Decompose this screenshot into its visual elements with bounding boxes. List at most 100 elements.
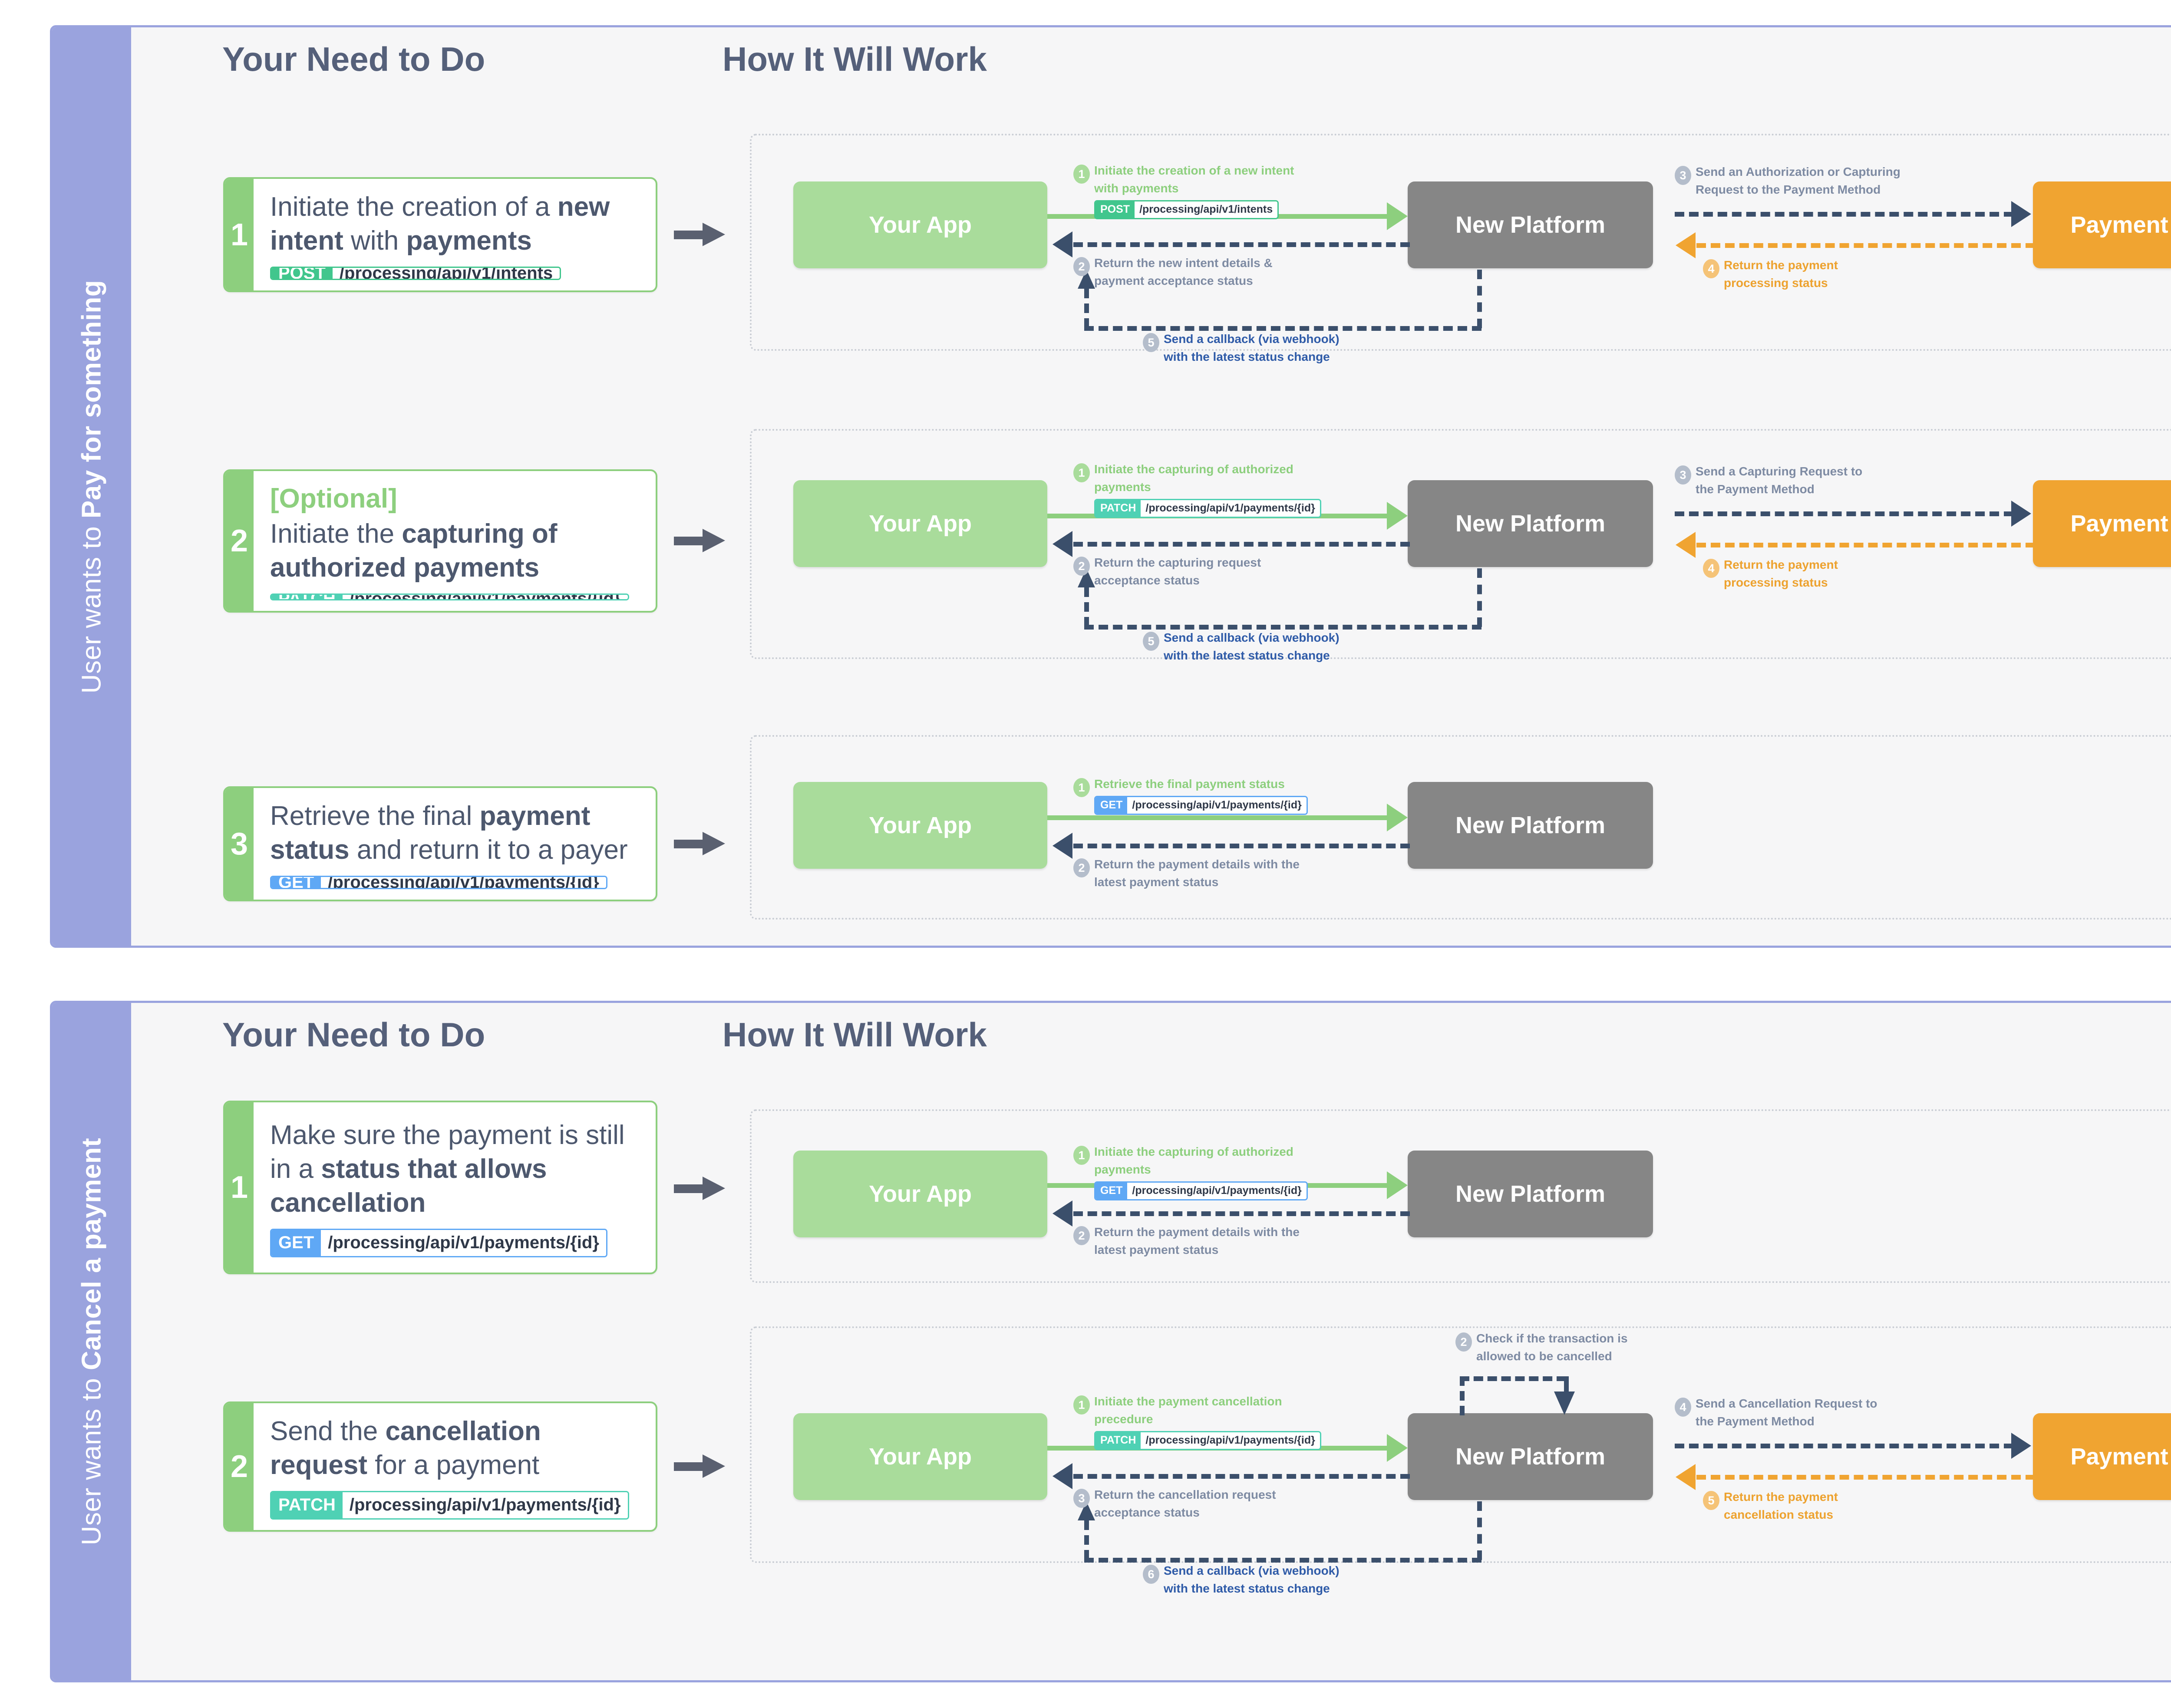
need-card-pay-3[interactable]: 3 Retrieve the final payment status and … [223,786,657,901]
step-badge-pay-1-4: 4 [1703,259,1719,278]
flow-box-pay-3 [750,735,2171,920]
step-endpoint-path-pay-1-1: /processing/api/v1/intents [1135,201,1278,218]
arrowhead-left-navy-cancel-1 [1053,1200,1072,1227]
sidebar-strong-cancel: Cancel a payment [76,1138,107,1370]
step-text-pay-3-1-l1: Retrieve the final payment status [1094,777,1285,791]
endpoint-pill-pay-2[interactable]: PATCH /processing/api/v1/payments/{id} [270,593,629,600]
arrowhead-right-navy-cancel-2 [2011,1433,2031,1459]
step-label-pay-1-4: 4 Return the payment processing status [1703,257,1838,291]
heading-your-need-to-do-cancel: Your Need to Do [222,1016,485,1054]
node-your-app-pay-3: Your App [793,782,1047,869]
panel-pay-for-something: User wants to Pay for something Your Nee… [50,25,2171,948]
step-label-cancel-2-4: 4 Send a Cancellation Request to the Pay… [1675,1396,1877,1430]
step-badge-pay-2-2: 2 [1073,557,1090,576]
heading-how-it-will-work-cancel: How It Will Work [723,1016,987,1054]
need-card-text-pay-1: Initiate the creation of a new intent wi… [270,192,610,256]
step-text-cancel-1-1-l2: payments [1094,1162,1151,1176]
step-endpoint-path-pay-3-1: /processing/api/v1/payments/{id} [1127,797,1307,814]
need-card-pay-1[interactable]: 1 Initiate the creation of a new intent … [223,177,657,292]
endpoint-pill-pay-3[interactable]: GET /processing/api/v1/payments/{id} [270,876,607,889]
step-label-pay-3-1: 1 Retrieve the final payment status GET … [1073,776,1308,815]
arrowhead-right-navy-pay-1 [2011,201,2031,227]
step-text-pay-2-4-l2: processing status [1724,575,1828,589]
step-text-cancel-1-2-l1: Return the payment details with the [1094,1225,1300,1239]
step-endpoint-cancel-2-1[interactable]: PATCH /processing/api/v1/payments/{id} [1094,1431,1321,1450]
node-new-platform-cancel-1: New Platform [1408,1151,1653,1237]
connector-platform-to-method-pay-1 [1675,212,2013,217]
endpoint-path-pay-3: /processing/api/v1/payments/{id} [321,877,606,888]
step-endpoint-path-cancel-1-1: /processing/api/v1/payments/{id} [1127,1182,1307,1199]
node-new-platform-pay-2: New Platform [1408,480,1653,567]
step-text-cancel-2-1-l2: precedure [1094,1412,1153,1426]
endpoint-verb-pay-1: POST [271,268,333,279]
panel-cancel-a-payment: User wants to Cancel a payment Your Need… [50,1001,2171,1682]
step-label-pay-2-1: 1 Initiate the capturing of authorized p… [1073,462,1321,518]
step-text-pay-1-3-l2: Request to the Payment Method [1696,182,1881,196]
endpoint-pill-cancel-2[interactable]: PATCH /processing/api/v1/payments/{id} [270,1491,629,1520]
step-text-cancel-2-3-l2: acceptance status [1094,1505,1200,1519]
connector-callback-up-pay-1 [1084,289,1089,328]
step-badge-pay-3-1: 1 [1073,778,1090,797]
step-badge-cancel-1-2: 2 [1073,1226,1090,1245]
need-card-text-cancel-1: Make sure the payment is still in a stat… [270,1120,625,1218]
step-text-pay-3-2-l2: latest payment status [1094,875,1219,889]
arrowhead-left-navy-cancel-2 [1053,1463,1072,1489]
step-label-pay-3-2: 2 Return the payment details with the la… [1073,857,1300,890]
step-text-pay-1-2-l2: payment acceptance status [1094,274,1253,287]
step-badge-cancel-1-1: 1 [1073,1146,1090,1165]
step-endpoint-pay-1-1[interactable]: POST /processing/api/v1/intents [1094,200,1279,219]
need-card-index-pay-1: 1 [225,179,254,290]
connector-platform-to-method-pay-2 [1675,511,2013,516]
step-endpoint-verb-pay-2-1: PATCH [1095,500,1141,517]
connector-platform-to-app-pay-1 [1073,242,1410,247]
endpoint-path-cancel-1: /processing/api/v1/payments/{id} [321,1230,606,1256]
step-badge-pay-2-1: 1 [1073,463,1090,482]
flow-arrow-pay-3 [674,832,726,855]
need-card-cancel-2[interactable]: 2 Send the cancellation request for a pa… [223,1401,657,1532]
sidebar-strong-pay: Pay for something [76,280,107,518]
step-badge-pay-1-3: 3 [1675,166,1691,185]
step-label-pay-2-2: 2 Return the capturing request acceptanc… [1073,555,1261,589]
step-endpoint-pay-2-1[interactable]: PATCH /processing/api/v1/payments/{id} [1094,498,1321,518]
step-label-pay-1-5: 5 Send a callback (via webhook) with the… [1143,331,1340,365]
step-label-pay-2-3: 3 Send a Capturing Request to the Paymen… [1675,464,1862,498]
need-card-pay-2[interactable]: 2 [Optional] Initiate the capturing of a… [223,469,657,613]
step-text-pay-2-3-l2: the Payment Method [1696,482,1815,496]
need-card-index-pay-2: 2 [225,471,254,611]
step-endpoint-pay-3-1[interactable]: GET /processing/api/v1/payments/{id} [1094,795,1308,815]
flow-box-pay-1 [750,134,2171,351]
step-badge-pay-3-2: 2 [1073,858,1090,877]
step-text-cancel-2-5-l1: Return the payment [1724,1490,1838,1504]
step-endpoint-cancel-1-1[interactable]: GET /processing/api/v1/payments/{id} [1094,1181,1308,1200]
need-card-cancel-1[interactable]: 1 Make sure the payment is still in a st… [223,1101,657,1274]
node-payment-method-cancel-2: Payment Method [2033,1413,2171,1500]
endpoint-path-pay-1: /processing/api/v1/intents [332,268,560,279]
connector-platform-to-app-cancel-1 [1073,1211,1410,1216]
arrowhead-down-navy-cancel-2 [1554,1391,1575,1415]
arrowhead-right-green-pay-3 [1387,804,1408,831]
panel-sidebar-pay: User wants to Pay for something [52,27,131,946]
node-payment-method-pay-1: Payment Method [2033,181,2171,268]
step-text-pay-2-5-l2: with the latest status change [1164,648,1330,662]
connector-method-to-platform-pay-1 [1696,243,2035,248]
step-text-pay-1-4-l2: processing status [1724,276,1828,290]
step-label-pay-1-2: 2 Return the new intent details & paymen… [1073,255,1273,289]
endpoint-pill-pay-1[interactable]: POST /processing/api/v1/intents [270,267,561,280]
flow-arrow-pay-1 [674,223,726,246]
step-label-cancel-2-6: 6 Send a callback (via webhook) with the… [1143,1563,1340,1597]
connector-callback-vertical-pay-1 [1477,270,1482,328]
node-your-app-pay-2: Your App [793,480,1047,567]
endpoint-pill-cancel-1[interactable]: GET /processing/api/v1/payments/{id} [270,1229,607,1258]
step-badge-pay-2-4: 4 [1703,559,1719,578]
step-badge-pay-2-3: 3 [1675,465,1691,485]
step-text-pay-2-2-l2: acceptance status [1094,573,1200,587]
need-card-text-pay-3: Retrieve the final payment status and re… [270,801,628,865]
connector-callback-up-cancel-2 [1084,1520,1089,1560]
node-your-app-cancel-1: Your App [793,1151,1047,1237]
arrowhead-left-orange-cancel-2 [1676,1464,1696,1490]
step-endpoint-path-cancel-2-1: /processing/api/v1/payments/{id} [1141,1432,1320,1449]
panel-body-cancel: Your Need to Do How It Will Work 1 Make … [131,1003,2171,1680]
arrowhead-left-orange-pay-1 [1676,232,1696,258]
step-text-pay-1-2-l1: Return the new intent details & [1094,256,1273,270]
endpoint-path-cancel-2: /processing/api/v1/payments/{id} [342,1492,628,1518]
